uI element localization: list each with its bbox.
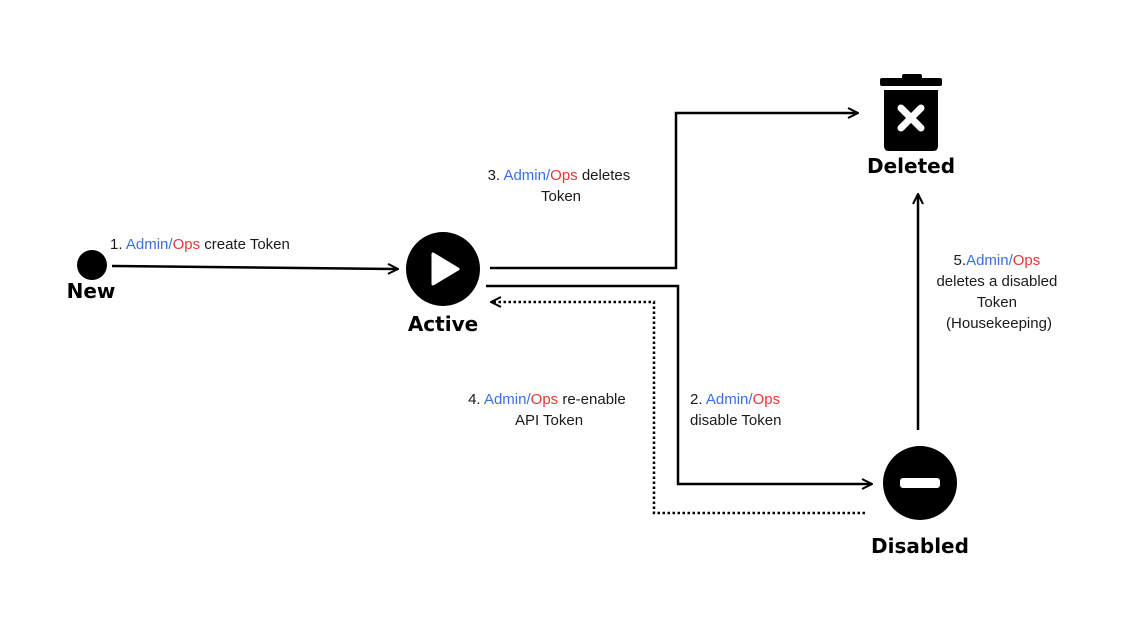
edge-delete-number: 3. [488,167,504,184]
node-deleted: Deleted [867,74,955,178]
edge-disable-admin: Admin [706,391,749,408]
edge-disable-arrow [486,284,872,484]
edge-create-number: 1. [110,236,126,253]
edge-create-text: create Token [200,236,290,253]
edge-housekeeping-label: 5.Admin/Ops deletes a disabled Token (Ho… [936,252,1061,332]
edge-housekeeping-line2: deletes a disabled [936,273,1057,290]
edge-disable-label: 2. Admin/Ops disable Token [690,391,784,429]
edge-create-admin: Admin [126,236,169,253]
edge-reenable-label: 4. Admin/Ops re-enable API Token [468,391,630,429]
edge-reenable-admin: Admin [484,391,527,408]
edge-delete-label: 3. Admin/Ops deletes Token [488,167,635,205]
filled-circle-icon [77,250,107,280]
play-circle-icon [406,232,480,306]
edge-delete-ops: Ops [550,167,578,184]
edge-delete-text: deletes [578,167,631,184]
edge-disable-ops: Ops [753,391,781,408]
edge-disable-slash: / [748,391,753,408]
edge-create-slash: / [168,236,173,253]
trash-x-icon [880,74,942,151]
edge-disable-line2: disable Token [690,412,781,429]
edge-housekeeping-slash: / [1009,252,1014,269]
edge-disable-number: 2. [690,391,706,408]
edge-housekeeping-ops: Ops [1013,252,1041,269]
edge-create-arrow [111,266,398,269]
node-new-label: New [67,279,116,303]
edge-create-ops: Ops [173,236,201,253]
node-disabled-label: Disabled [871,534,969,558]
edge-reenable-ops: Ops [531,391,559,408]
edge-reenable-line2: API Token [515,412,583,429]
edge-housekeeping-line4: (Housekeeping) [946,315,1052,332]
edge-reenable-arrow [491,302,865,515]
edge-delete-admin: Admin [503,167,546,184]
edge-housekeeping-admin: Admin [966,252,1009,269]
edge-reenable-slash: / [526,391,531,408]
edge-delete-slash: / [546,167,551,184]
edge-housekeeping-number: 5. [954,252,967,269]
node-new: New [67,250,116,303]
minus-circle-icon [883,446,957,520]
edge-reenable-number: 4. [468,391,484,408]
edge-reenable-text: re-enable [558,391,626,408]
edge-delete-arrow [490,113,858,270]
node-active: Active [406,232,480,336]
edge-create-label: 1. Admin/Ops create Token [110,236,290,253]
node-active-label: Active [408,312,478,336]
node-deleted-label: Deleted [867,154,955,178]
edge-delete-line2: Token [541,188,581,205]
edge-housekeeping-line3: Token [977,294,1017,311]
node-disabled: Disabled [871,446,969,558]
